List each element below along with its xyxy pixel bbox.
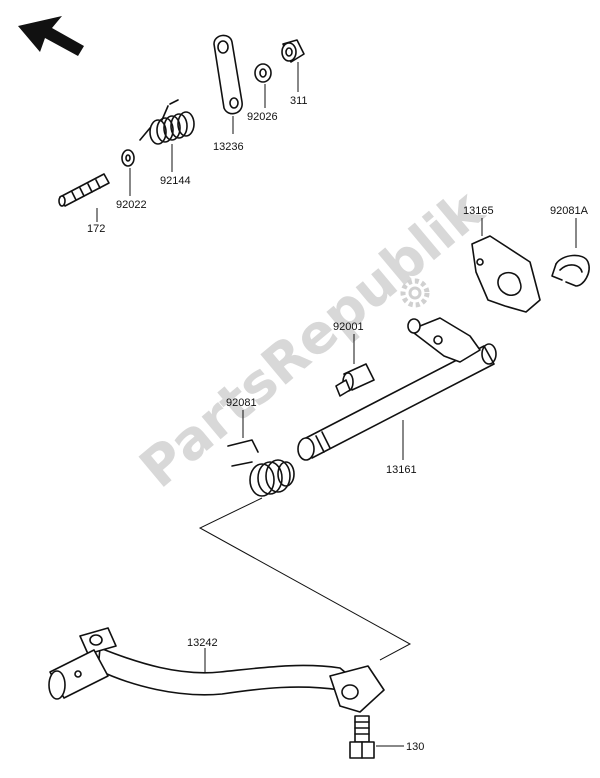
collar-311: 311 (281, 39, 308, 107)
front-direction-arrow-icon (18, 16, 84, 56)
washer-92026: 92026 (247, 63, 278, 123)
washer-92022: 92022 (116, 149, 147, 211)
label-92022: 92022 (116, 199, 147, 211)
label-130: 130 (406, 741, 424, 753)
spring-92144: 92144 (139, 99, 195, 187)
label-311: 311 (290, 95, 308, 107)
label-92144: 92144 (160, 175, 191, 187)
label-172: 172 (87, 223, 105, 235)
assembly-guide-line (198, 497, 412, 661)
lever-13236: 13236 (213, 34, 244, 153)
label-92026: 92026 (247, 111, 278, 123)
label-92001: 92001 (333, 321, 364, 333)
label-13161: 13161 (386, 464, 417, 476)
label-13236: 13236 (213, 141, 244, 153)
pin-172: 172 (58, 173, 110, 235)
return-spring-92081: 92081 (226, 397, 295, 497)
label-13165: 13165 (463, 205, 494, 217)
shift-shaft-13161: 13161 (297, 317, 497, 476)
bolt-92001: 92001 (333, 321, 375, 397)
clip-92081A: 92081A (550, 205, 590, 287)
plate-13165: 13165 (463, 205, 541, 313)
bolt-130: 130 (349, 715, 424, 759)
label-92081: 92081 (226, 397, 257, 409)
watermark-gear-icon (400, 278, 430, 308)
label-13242: 13242 (187, 637, 218, 649)
shift-pedal-13242: 13242 (48, 627, 385, 713)
label-92081A: 92081A (550, 205, 589, 217)
